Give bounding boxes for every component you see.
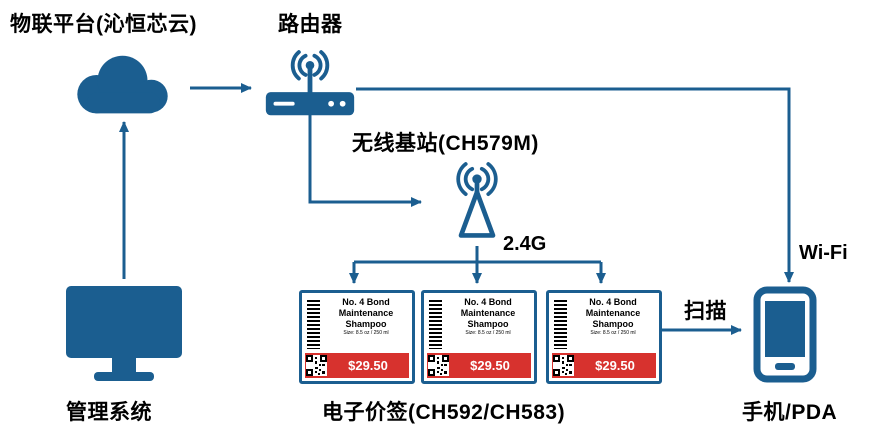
label-base-station: 无线基站(CH579M) [352,132,539,155]
price-tag-1: No. 4 Bond Maintenance Shampoo Size: 8.5… [299,290,415,384]
tag-product-name: No. 4 Bond Maintenance Shampoo [338,297,394,329]
tag-price: $29.50 [348,358,388,373]
qr-code-icon [306,355,327,376]
label-router: 路由器 [278,13,343,36]
label-wifi: Wi-Fi [799,242,848,264]
monitor-icon [66,286,182,381]
antenna-icon [456,162,498,238]
cloud-icon [77,55,168,114]
label-scan: 扫描 [684,300,727,323]
barcode-icon [429,300,442,349]
tag-size-text: Size: 8.5 oz / 250 ml [590,330,636,337]
management-system-node [64,284,184,389]
label-frequency-2-4g: 2.4G [503,233,547,255]
smartphone-icon [753,286,817,383]
barcode-icon [554,300,567,349]
base-station-node [430,162,524,245]
cloud-node [60,48,185,125]
tag-text: No. 4 Bond Maintenance Shampoo Size: 8.5… [323,297,409,336]
label-phone-pda: 手机/PDA [742,401,838,424]
qr-code-icon [553,355,574,376]
price-tag-2: No. 4 Bond Maintenance Shampoo Size: 8.5… [421,290,537,384]
tag-price-strip: $29.50 [305,353,409,378]
label-iot-platform: 物联平台(沁恒芯云) [10,13,197,36]
tag-product-name: No. 4 Bond Maintenance Shampoo [585,297,641,329]
tag-price: $29.50 [595,358,635,373]
qr-code-icon [428,355,449,376]
router-icon [265,50,355,116]
tag-text: No. 4 Bond Maintenance Shampoo Size: 8.5… [570,297,656,336]
router-node [262,46,358,123]
phone-node [752,286,818,383]
tag-price: $29.50 [470,358,510,373]
tag-product-name: No. 4 Bond Maintenance Shampoo [460,297,516,329]
tag-size-text: Size: 8.5 oz / 250 ml [465,330,511,337]
price-tag-3: No. 4 Bond Maintenance Shampoo Size: 8.5… [546,290,662,384]
label-esl-group: 电子价签(CH592/CH583) [322,401,566,424]
tag-price-strip: $29.50 [552,353,656,378]
label-management-system: 管理系统 [66,401,152,424]
barcode-icon [307,300,320,349]
tag-size-text: Size: 8.5 oz / 250 ml [343,330,389,337]
tag-price-strip: $29.50 [427,353,531,378]
tag-text: No. 4 Bond Maintenance Shampoo Size: 8.5… [445,297,531,336]
